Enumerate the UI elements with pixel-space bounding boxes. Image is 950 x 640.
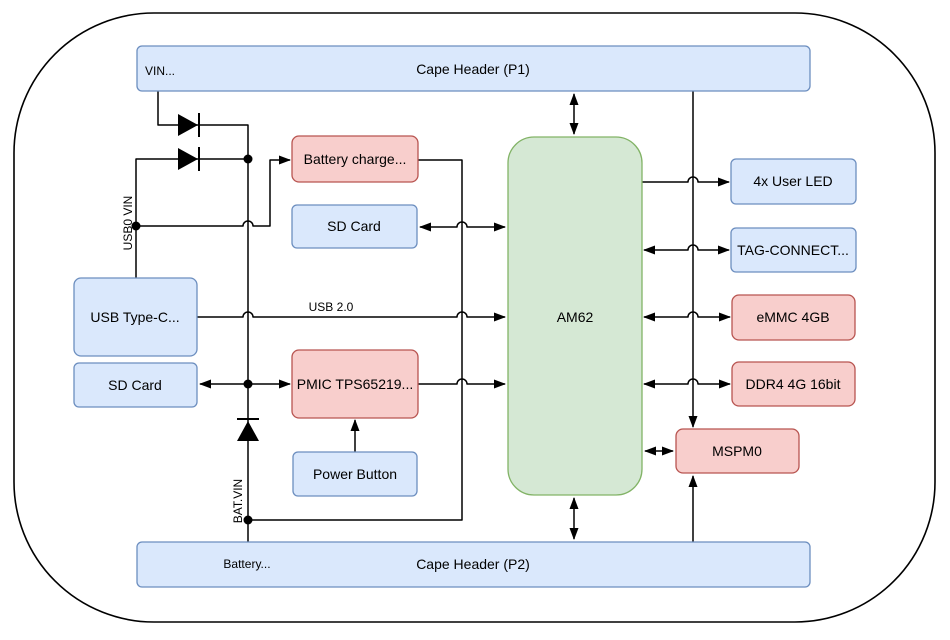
edge-am62-tagconnect	[643, 244, 730, 255]
diode-icon	[237, 418, 259, 441]
node-sd-card-left: SD Card	[73, 362, 198, 408]
usb-type-c-box	[73, 277, 198, 357]
edge-usb0-vin-branch	[135, 158, 248, 278]
node-sd-card-top: SD Card	[291, 204, 418, 249]
usb2-wire-label: USB 2.0	[309, 300, 354, 314]
cape-header-p2-label: Cape Header (P2)	[416, 556, 530, 572]
battery-charger-label: Battery charge...	[304, 151, 407, 167]
node-am62: AM62	[507, 136, 643, 496]
node-mspm0: MSPM0	[675, 428, 800, 474]
diode-icon	[178, 113, 200, 137]
user-led-label: 4x User LED	[753, 173, 832, 189]
edge-usb2-typec-to-am62	[197, 311, 506, 322]
usb0-vin-wire-label: USB0 VIN	[121, 196, 135, 251]
edge-charger-to-battery-rail	[248, 159, 463, 521]
pmic-box	[291, 349, 419, 419]
ddr4-label: DDR4 4G 16bit	[746, 376, 841, 392]
board-outline	[13, 12, 936, 623]
sd-card-left-box	[73, 362, 198, 408]
edge-pmic-to-am62	[418, 378, 506, 389]
edges	[135, 91, 731, 542]
node-user-led: 4x User LED	[730, 158, 857, 205]
node-battery-charger: Battery charge...	[291, 135, 419, 183]
node-cape-header-p1: Cape Header (P1) VIN...	[136, 45, 811, 92]
sd-card-left-label: SD Card	[108, 377, 162, 393]
components	[131, 113, 259, 525]
ddr4-box	[731, 361, 856, 407]
junction-dot	[243, 515, 253, 525]
junction-dot	[131, 221, 141, 231]
tag-connect-label: TAG-CONNECT...	[737, 242, 849, 258]
cape-header-p2-box	[136, 541, 811, 588]
edge-am62-sdcard-top	[419, 221, 506, 232]
usb-type-c-label: USB Type-C...	[90, 309, 179, 325]
cape-header-p1-vin-pin-label: VIN...	[145, 64, 175, 78]
bat-vin-wire-label: BAT.VIN	[231, 479, 245, 523]
diode-triangle	[178, 148, 198, 170]
node-usb-type-c: USB Type-C...	[73, 277, 198, 357]
node-cape-header-p2: Cape Header (P2) Battery...	[136, 541, 811, 588]
sd-card-top-label: SD Card	[327, 218, 381, 234]
power-button-label: Power Button	[313, 466, 397, 482]
junction-dot	[243, 379, 253, 389]
user-led-box	[730, 158, 857, 205]
diode-icon	[178, 147, 200, 171]
edge-am62-to-led	[642, 176, 730, 187]
sd-card-top-box	[291, 204, 418, 249]
diode-triangle	[237, 421, 259, 441]
cape-header-p2-battery-pin-label: Battery...	[223, 557, 270, 571]
node-emmc: eMMC 4GB	[731, 294, 856, 341]
emmc-label: eMMC 4GB	[756, 309, 829, 325]
edge-am62-emmc	[643, 311, 731, 322]
am62-box	[507, 136, 643, 496]
junction-dot	[243, 154, 253, 164]
node-ddr4: DDR4 4G 16bit	[731, 361, 856, 407]
am62-label: AM62	[557, 309, 594, 325]
diode-triangle	[178, 114, 198, 136]
tag-connect-box	[730, 227, 857, 273]
node-pmic: PMIC TPS65219...	[291, 349, 419, 419]
pmic-label: PMIC TPS65219...	[297, 376, 413, 392]
mspm0-label: MSPM0	[712, 443, 762, 459]
battery-charger-box	[291, 135, 419, 183]
edge-vin-rail	[157, 91, 249, 542]
cape-header-p1-box	[136, 45, 811, 92]
node-tag-connect: TAG-CONNECT...	[730, 227, 857, 273]
edge-usb0vin-to-charger	[136, 155, 291, 227]
mspm0-box	[675, 428, 800, 474]
cape-header-p1-label: Cape Header (P1)	[416, 61, 530, 77]
edge-am62-ddr4	[643, 378, 731, 389]
nodes: Cape Header (P1) VIN... Battery charge..…	[73, 45, 857, 588]
node-power-button: Power Button	[292, 451, 418, 497]
wire-labels: USB0 VIN USB 2.0 BAT.VIN	[121, 196, 354, 524]
emmc-box	[731, 294, 856, 341]
power-button-box	[292, 451, 418, 497]
